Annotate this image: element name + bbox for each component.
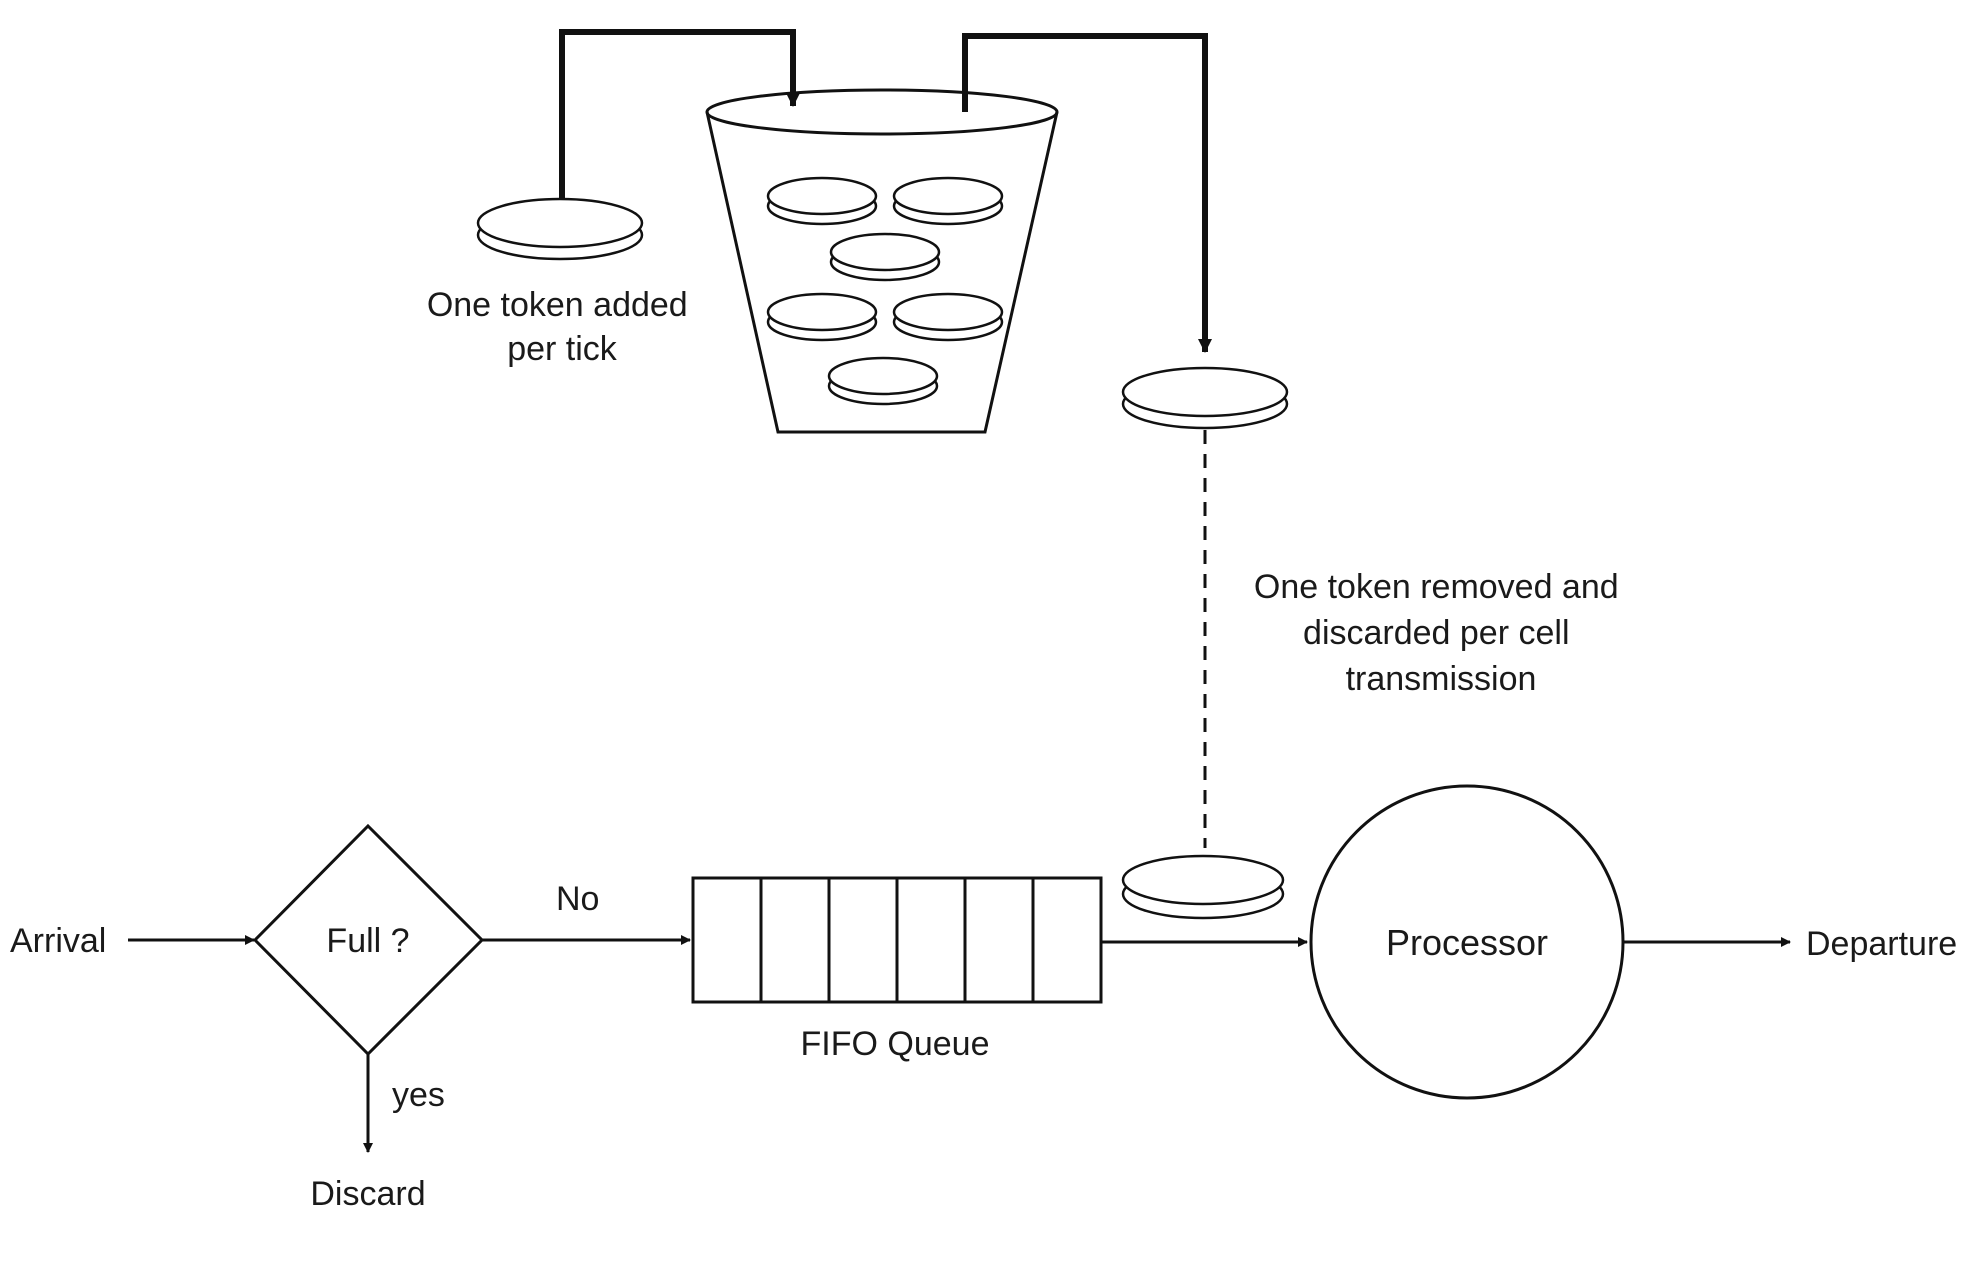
discard-label: Discard — [310, 1175, 425, 1213]
token — [892, 176, 1004, 226]
token-added-line2: per tick — [507, 330, 618, 368]
token-removed-line3: transmission — [1346, 660, 1537, 698]
incoming-token — [476, 197, 644, 261]
token-removed-line2: discarded per cell — [1303, 614, 1569, 652]
no-branch-label: No — [556, 880, 599, 918]
yes-branch-label: yes — [392, 1076, 445, 1114]
token — [892, 292, 1004, 342]
token — [829, 232, 941, 282]
processor-label: Processor — [1386, 922, 1548, 963]
token-added-line1: One token added — [427, 286, 688, 324]
add-token-arrow — [559, 29, 800, 199]
fifo-queue — [691, 876, 1103, 1004]
bucket-tokens — [766, 176, 1004, 406]
remove-token-arrow — [962, 33, 1212, 353]
bucket-body — [705, 111, 1059, 434]
token — [766, 292, 878, 342]
decision-label: Full ? — [326, 922, 409, 960]
token-removed-line1: One token removed and — [1254, 568, 1619, 606]
token-added-label: One token added per tick — [427, 286, 697, 368]
transmit-token — [1121, 854, 1285, 920]
arrival-label: Arrival — [10, 922, 106, 960]
token-bucket — [705, 88, 1059, 434]
queue-label: FIFO Queue — [801, 1025, 990, 1063]
token-removed-label: One token removed and discarded per cell… — [1254, 568, 1628, 698]
removed-token — [1121, 366, 1289, 430]
token — [766, 176, 878, 226]
departure-label: Departure — [1806, 925, 1957, 963]
token — [827, 356, 939, 406]
bucket-rim — [705, 88, 1059, 136]
